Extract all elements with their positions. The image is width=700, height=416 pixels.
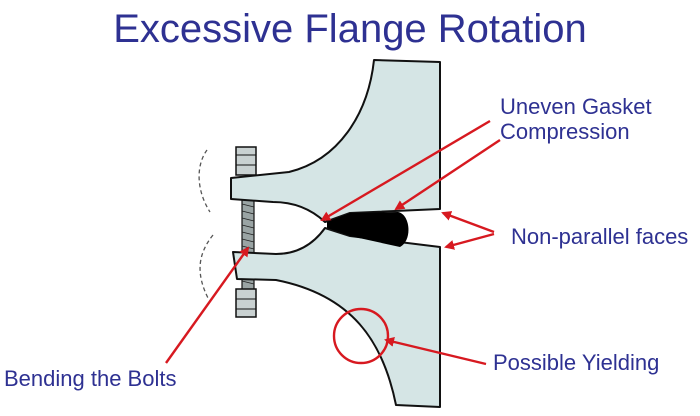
upper-flange [230, 59, 441, 223]
arrow-face-upper [441, 211, 495, 234]
callout-arrows [165, 119, 501, 366]
arrow-face-lower [444, 232, 495, 250]
rotation-arrow-lower [199, 234, 214, 301]
uneven-gasket-label-line2: Compression [500, 119, 630, 144]
lower-flange [232, 227, 441, 408]
bolt [235, 146, 257, 318]
rotation-arrow-upper [198, 149, 211, 213]
possible-yielding-label: Possible Yielding [493, 350, 660, 375]
page-title: Excessive Flange Rotation [113, 7, 587, 51]
arrow-gasket-left [320, 119, 491, 222]
arrow-yielding [384, 337, 487, 366]
uneven-gasket-label-line1: Uneven Gasket [500, 94, 652, 119]
bending-bolts-label: Bending the Bolts [4, 366, 177, 391]
uneven-gasket-label: Uneven Gasket Compression [500, 94, 652, 144]
arrow-bending [165, 246, 250, 364]
yielding-circle [332, 307, 390, 365]
arrow-gasket-right [394, 139, 501, 211]
gasket [327, 212, 409, 247]
non-parallel-faces-label: Non-parallel faces [511, 224, 689, 249]
